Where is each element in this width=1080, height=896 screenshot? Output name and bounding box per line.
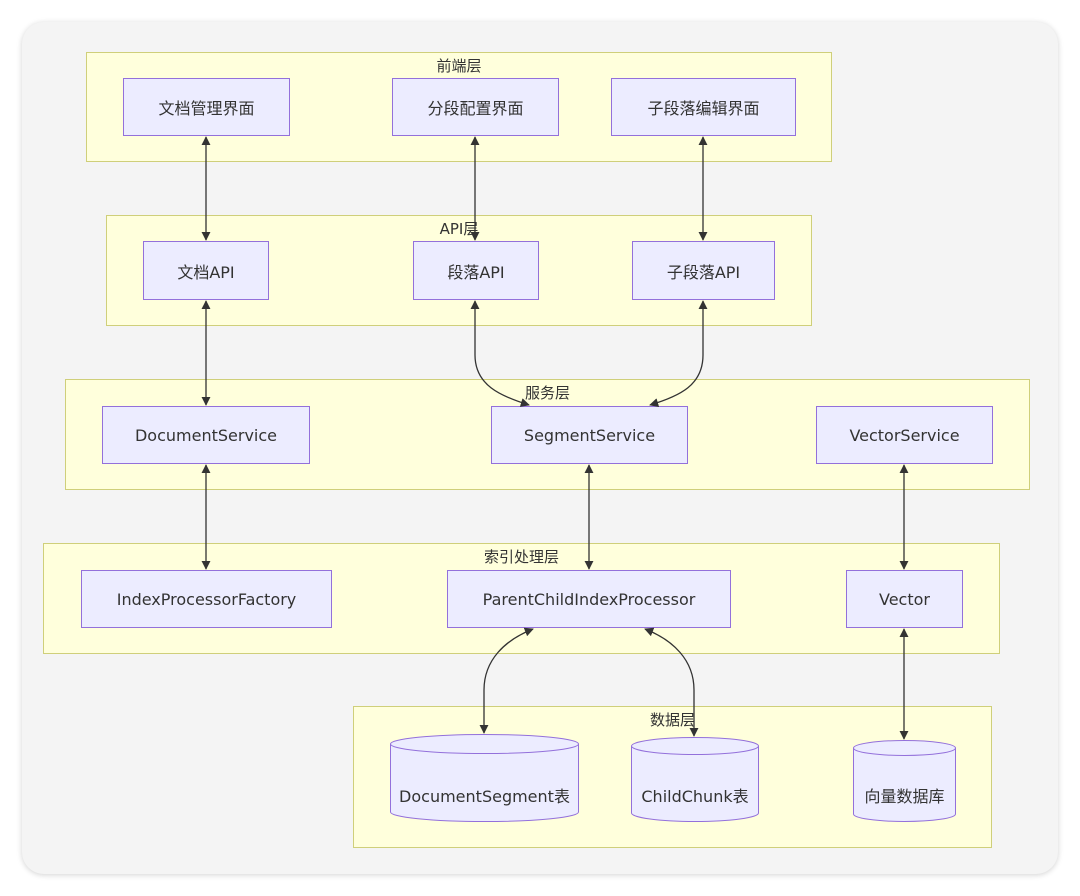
seg-config-ui-node: 分段配置界面	[392, 78, 559, 136]
document-segment-table-node: DocumentSegment表	[390, 734, 579, 822]
doc-api-node: 文档API	[143, 241, 269, 300]
vector-db-node: 向量数据库	[853, 740, 956, 822]
child-chunk-table-label: ChildChunk表	[641, 787, 749, 806]
frontend-layer-title: 前端层	[436, 57, 482, 75]
data-layer-title: 数据层	[649, 711, 695, 729]
document-segment-table-label: DocumentSegment表	[399, 787, 570, 806]
seg-api-node: 段落API	[413, 241, 539, 300]
vector-db-label: 向量数据库	[864, 787, 945, 806]
parent-child-processor-node: ParentChildIndexProcessor	[447, 570, 731, 628]
service-layer-title: 服务层	[524, 384, 570, 402]
index-factory-node: IndexProcessorFactory	[81, 570, 332, 628]
doc-ui-node: 文档管理界面	[123, 78, 290, 136]
index-layer-title: 索引处理层	[483, 548, 559, 566]
child-edit-ui-node: 子段落编辑界面	[611, 78, 796, 136]
vector-service-node: VectorService	[816, 406, 993, 464]
document-service-node: DocumentService	[102, 406, 310, 464]
vector-node: Vector	[846, 570, 963, 628]
child-api-node: 子段落API	[632, 241, 775, 300]
segment-service-node: SegmentService	[491, 406, 688, 464]
child-chunk-table-node: ChildChunk表	[631, 737, 759, 822]
api-layer-title: API层	[439, 220, 479, 238]
